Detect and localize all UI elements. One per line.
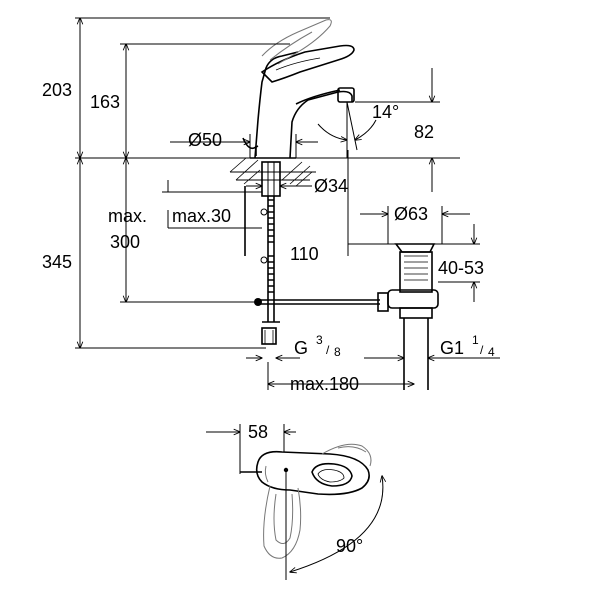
swivel-angle-label: 90° [336, 536, 363, 556]
hole-diameter-label: Ø34 [314, 176, 348, 196]
ghost-lever [263, 465, 302, 559]
supply-thread-label: G [294, 338, 308, 358]
faucet-body [242, 19, 355, 159]
total-height-label: 203 [42, 80, 72, 100]
faucet-top-outline [240, 450, 370, 496]
spout-height-label: 163 [90, 92, 120, 112]
offset-label: 110 [290, 244, 319, 264]
ghost-lever-right [321, 443, 372, 467]
waste-thread-numerator: 1 [472, 333, 479, 347]
tail-length-label: 300 [110, 232, 140, 252]
waste-diameter-dimension [360, 206, 470, 244]
max-label: max. [108, 206, 147, 226]
spout-angle-label: 14° [372, 102, 399, 122]
top-width-label: 58 [248, 422, 268, 442]
spray-angle [317, 101, 377, 158]
base-diameter-label: Ø50 [188, 130, 222, 150]
waste-thread-denominator: 4 [488, 345, 495, 359]
side-view: 203 163 14° 82 Ø50 Ø34 max. max.30 300 1… [42, 18, 500, 394]
base-diameter-dimension [170, 134, 318, 158]
top-view: 58 90° [206, 422, 383, 580]
supply-stem [244, 161, 281, 345]
spout-projection-label: 82 [414, 122, 434, 142]
supply-thread-numerator: 3 [316, 333, 323, 347]
counter-hatch [229, 157, 316, 187]
under-height-label: 345 [42, 252, 72, 272]
deck-thickness-label: max.30 [172, 206, 231, 226]
waste-thread-slash: / [480, 343, 484, 357]
spout-height-dimension [355, 68, 440, 192]
waste-drain [387, 243, 439, 390]
waste-range-dimension [434, 224, 480, 302]
waste-diameter-label: Ø63 [394, 204, 428, 224]
waste-range-label: 40-53 [438, 258, 484, 278]
height-dimensions [75, 18, 330, 348]
max-reach-dimension [268, 362, 414, 390]
max-reach-label: max.180 [290, 374, 359, 394]
supply-thread-slash: / [326, 343, 330, 357]
offset-dimension [347, 150, 396, 256]
waste-thread-label: G1 [440, 338, 464, 358]
supply-thread-denominator: 8 [334, 345, 341, 359]
deck-thickness-dimension [162, 180, 262, 229]
